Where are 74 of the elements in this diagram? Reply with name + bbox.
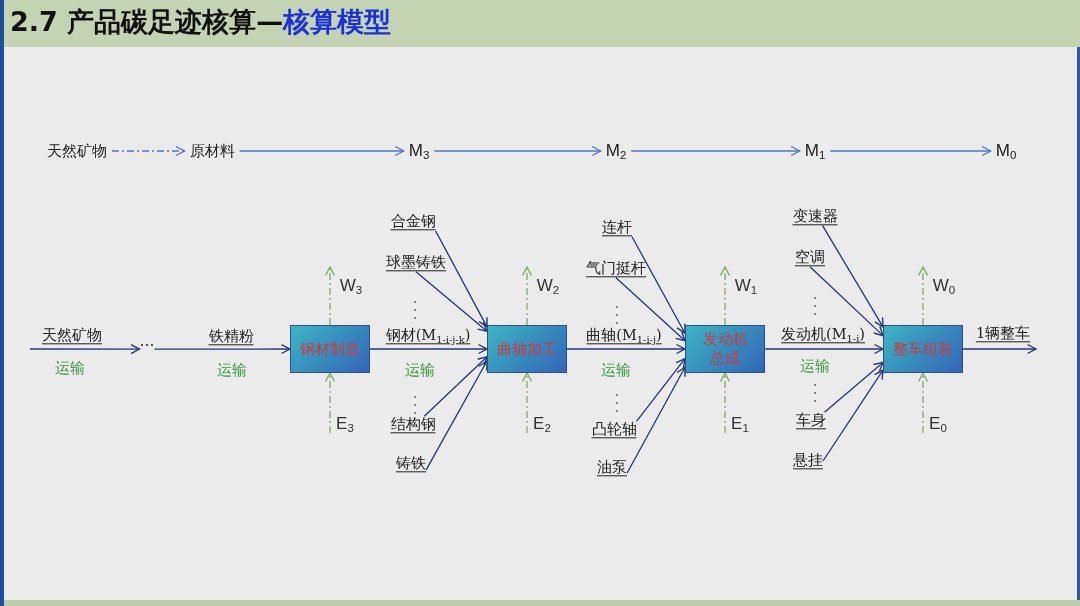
input-label: 空调 bbox=[795, 249, 825, 267]
dashed-arrow bbox=[324, 372, 336, 434]
arrow bbox=[631, 236, 686, 334]
arrow bbox=[238, 145, 405, 157]
arrow bbox=[626, 366, 686, 474]
dashed-arrow bbox=[917, 372, 929, 434]
edge-label: 天然矿物 bbox=[42, 327, 102, 345]
edge-label: 铁精粉 bbox=[208, 328, 254, 346]
edge-label: W$_{3}$ bbox=[339, 275, 363, 297]
arrow bbox=[415, 271, 488, 332]
edge-label: E$_{3}$ bbox=[336, 413, 354, 435]
arrow bbox=[423, 356, 488, 417]
transport-label: 运输 bbox=[217, 361, 247, 379]
arrow bbox=[821, 225, 884, 328]
arrow bbox=[962, 343, 1037, 355]
arrow bbox=[635, 357, 686, 422]
input-label: 连杆 bbox=[602, 219, 632, 237]
edge-label: E$_{2}$ bbox=[533, 413, 551, 435]
edge-label: 发动机(M$_{1-i}$) bbox=[781, 326, 865, 344]
arrow bbox=[809, 266, 884, 337]
arrow bbox=[615, 277, 686, 342]
arrow bbox=[630, 145, 801, 157]
arrow bbox=[425, 360, 488, 471]
arrow bbox=[29, 343, 141, 355]
edge-label: 钢材(M$_{1-i-j-k}$) bbox=[385, 327, 471, 345]
arrow bbox=[829, 145, 992, 157]
input-label: 车身 bbox=[796, 412, 826, 430]
input-label: 凸轮轴 bbox=[591, 421, 637, 439]
dashed-arrow bbox=[521, 372, 533, 434]
flow-label: 天然矿物 bbox=[47, 142, 107, 160]
flow-label: M$_{3}$ bbox=[408, 140, 430, 162]
flow-label: M$_{1}$ bbox=[804, 140, 826, 162]
ellipsis-text: … bbox=[139, 332, 155, 350]
edge-label: W$_{1}$ bbox=[734, 275, 758, 297]
transport-label: 运输 bbox=[405, 361, 435, 379]
flow-label: M$_{2}$ bbox=[605, 140, 627, 162]
process-box: 曲轴加工 bbox=[487, 325, 567, 373]
slide-title: 2.7 产品碳足迹核算—核算模型 bbox=[10, 5, 392, 39]
dashed-arrow bbox=[917, 266, 929, 326]
dashed-arrow bbox=[111, 145, 186, 157]
arrow bbox=[566, 343, 686, 355]
edge-label: W$_{0}$ bbox=[932, 275, 956, 297]
dashed-arrow bbox=[719, 372, 731, 434]
input-label: 油泵 bbox=[597, 459, 627, 477]
input-label: 气门挺杆 bbox=[586, 260, 646, 278]
transport-label: 运输 bbox=[800, 357, 830, 375]
edge-label: 1辆整车 bbox=[975, 325, 1031, 343]
dashed-arrow bbox=[324, 266, 336, 326]
arrow bbox=[153, 343, 291, 355]
input-label: 合金钢 bbox=[390, 213, 436, 231]
process-box: 整车组装 bbox=[883, 325, 963, 373]
input-label: 球墨铸铁 bbox=[386, 254, 446, 272]
arrow bbox=[823, 361, 884, 413]
arrow bbox=[369, 343, 488, 355]
process-box: 发动机总成 bbox=[685, 325, 765, 373]
arrow bbox=[434, 230, 488, 328]
input-label: 变速器 bbox=[792, 208, 838, 226]
arrow bbox=[764, 343, 884, 355]
input-label: 悬挂 bbox=[793, 452, 823, 470]
input-label: 铸铁 bbox=[396, 455, 426, 473]
arrow bbox=[433, 145, 602, 157]
input-label: 结构钢 bbox=[390, 416, 436, 434]
edge-label: E$_{0}$ bbox=[929, 413, 947, 435]
flow-label: M$_{0}$ bbox=[995, 140, 1017, 162]
transport-label: 运输 bbox=[601, 361, 631, 379]
edge-label: E$_{1}$ bbox=[731, 413, 749, 435]
flow-label: 原材料 bbox=[189, 142, 235, 160]
arrow bbox=[822, 369, 884, 462]
process-box: 钢材制造 bbox=[290, 325, 370, 373]
dashed-arrow bbox=[521, 266, 533, 326]
edge-label: 曲轴(M$_{1-i-j}$) bbox=[586, 327, 662, 345]
edge-label: W$_{2}$ bbox=[536, 275, 560, 297]
transport-label: 运输 bbox=[55, 359, 85, 377]
dashed-arrow bbox=[719, 266, 731, 326]
